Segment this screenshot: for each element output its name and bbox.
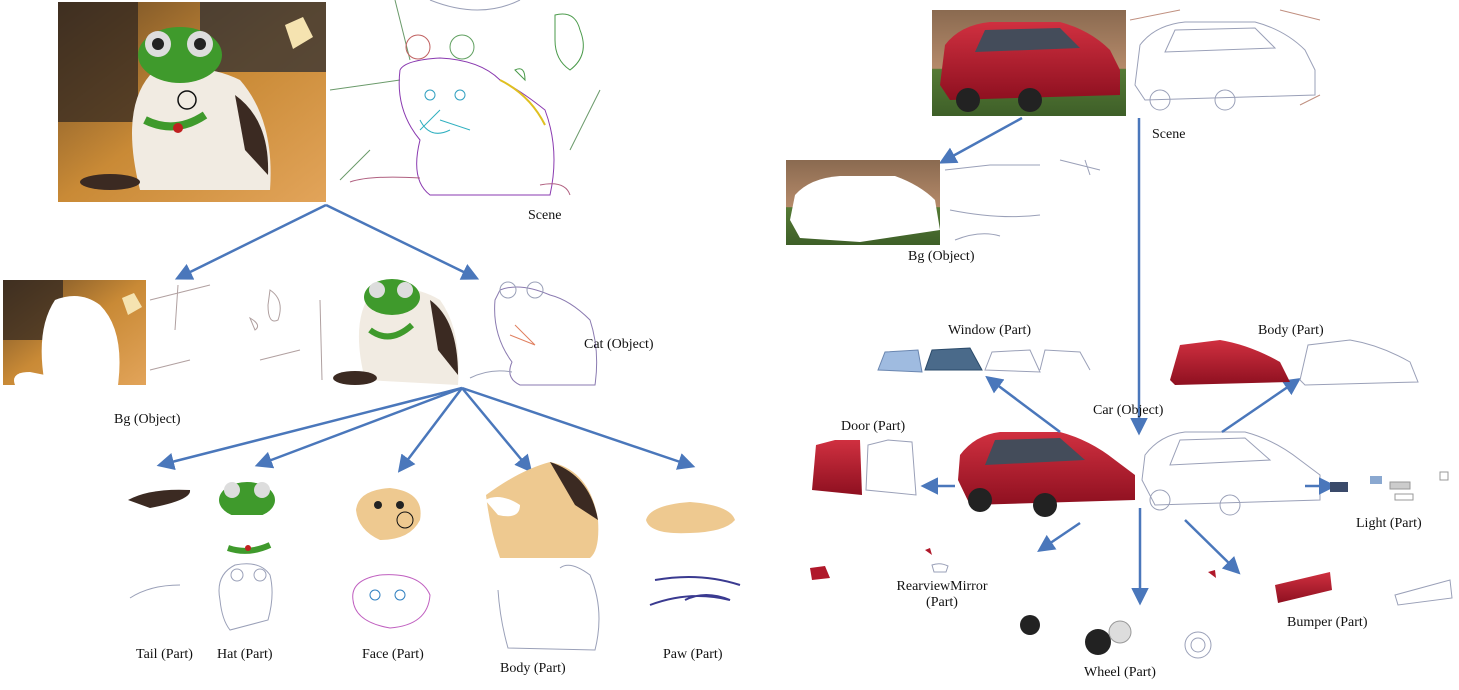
cat-part-tail [128,489,191,599]
car-bg-object-label: Bg (Object) [908,249,975,264]
cat-scene-label: Scene [528,208,562,223]
car-part-window-label: Window (Part) [948,323,1032,338]
arrow-cat-to-tail [156,386,463,471]
cat-scene-photo [58,2,326,202]
car-part-window [877,347,1091,373]
arrow-cat-to-hat [254,386,463,469]
cat-scene-sketch [329,0,601,196]
cat-part-paw-label: Paw (Part) [663,647,723,662]
car-object-photo [958,432,1135,517]
cat-part-paw [646,502,741,606]
cat-part-hat-label: Hat (Part) [217,647,273,662]
car-bg-object-sketch [944,159,1101,241]
cat-bg-object-label: Bg (Object) [114,412,181,427]
arrow-car-to-bumper [1184,519,1241,575]
arrow-cat-scene-to-bg [174,203,327,280]
car-part-door-label: Door (Part) [841,419,906,434]
car-part-mirror-label: RearviewMirror (Part) [892,579,992,611]
cat-part-arrows [156,386,696,473]
car-part-bumper [1275,572,1453,606]
car-bg-object-photo [786,160,940,245]
cat-part-body-label: Body (Part) [500,661,566,676]
cat-object-label: Cat (Object) [584,337,654,352]
arrow-car-to-mirror [1037,521,1081,552]
arrow-car-to-body [1221,378,1301,434]
car-scene-label: Scene [1152,127,1186,142]
car-part-body [1170,339,1419,386]
cat-part-face [352,488,431,629]
cat-part-body [485,462,600,651]
car-part-light [1330,471,1449,501]
cat-object-photo [333,279,459,385]
cat-bg-object-sketch [149,284,323,381]
car-scene-photo [932,10,1126,116]
car-part-bumper-label: Bumper (Part) [1287,615,1368,630]
arrow-car-scene-to-bg [938,116,1023,164]
car-part-wheel [1020,615,1212,659]
cat-part-tail-label: Tail (Part) [136,647,193,662]
car-part-mirror-label-line1: RearviewMirror [896,579,988,594]
car-object-sketch [1141,431,1321,516]
arrow-car-to-window [985,375,1061,433]
cat-part-face-label: Face (Part) [362,647,424,662]
arrow-cat-to-paw [461,386,696,470]
cat-bg-object-photo [3,280,146,385]
car-part-mirror [810,548,1216,580]
arrow-cat-to-face [397,387,463,473]
car-part-wheel-label: Wheel (Part) [1084,665,1156,680]
car-part-door [812,439,917,496]
car-part-body-label: Body (Part) [1258,323,1324,338]
cat-object-sketch [469,281,598,386]
car-object-label: Car (Object) [1093,403,1164,418]
car-scene-sketch [1129,9,1321,111]
car-part-mirror-label-line2: (Part) [926,595,958,610]
cat-part-hat [218,482,275,631]
arrow-cat-scene-to-cat [325,203,480,280]
car-part-light-label: Light (Part) [1356,516,1422,531]
arrow-cat-to-body [461,387,533,473]
car-part-arrows [920,375,1337,606]
